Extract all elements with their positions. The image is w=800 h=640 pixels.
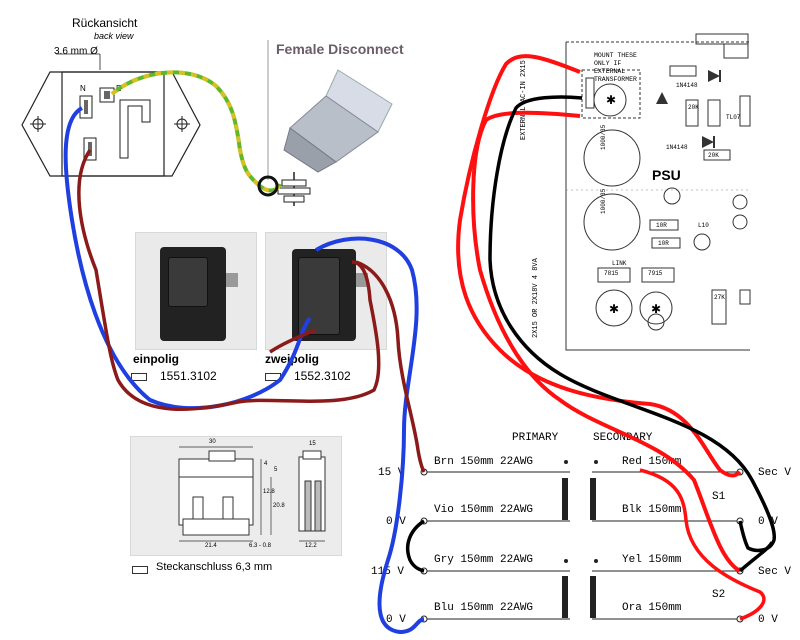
dim-label: 4 [264,461,268,467]
component-label: LINK [612,260,627,267]
primary-volt-4: 0 V [386,614,406,626]
component-label: 7815 [604,270,619,277]
black-wire [488,95,777,553]
secondary-wire-3: Yel 150mm [622,554,682,566]
regulator-7815 [597,267,631,283]
component-label: 10R [658,240,669,247]
dim-label: 21.4 [205,543,217,549]
secondary-out-4: 0 V [758,614,778,626]
red-wire-2 [471,110,742,573]
component-label: 7915 [648,270,663,277]
socket-earth-slot [119,99,151,159]
red-wire-3 [639,468,766,621]
dim-label: 5 [274,467,278,473]
single-pole-part: 1551.3102 [160,369,217,383]
svg-text:✱: ✱ [651,302,661,316]
double-pole-switch-photo [265,232,387,350]
component-label: 20K [708,152,719,159]
blue-wire [63,106,312,411]
socket-flange [21,71,201,177]
primary-wire-4: Blu 150mm 22AWG [434,602,534,614]
secondary-wire-1: Red 150mm [622,456,682,468]
dim-label: 30 [209,439,216,445]
component-label: 1N4148 [676,82,698,89]
dim-label: 12.2 [305,543,317,549]
capacitor-bottom-2 [639,291,673,325]
connector-note: Steckanschluss 6,3 mm [156,561,273,573]
brown-wire-stub [269,328,317,354]
capacitor-1000uf-1 [583,129,641,187]
dim-label: 20.8 [273,503,285,509]
switch-dimension-drawing: 30 15 4 5 12.8 20.8 21.4 6.3 - 0.8 12.2 [130,436,342,556]
primary-wire-1: Brn 150mm 22AWG [434,456,534,468]
black-wire-link [738,541,774,573]
socket-body [61,71,165,177]
dim-label: 12.8 [263,489,275,495]
component-label: L10 [698,222,709,229]
pin-n-label: N [80,84,86,93]
secondary-wire-2: Blk 150mm [622,504,682,516]
socket-subtitle: back view [94,31,134,41]
brown-wire-2 [355,260,426,473]
svg-text:✱: ✱ [606,93,616,107]
primary-volt-1: 15 V [378,467,405,479]
primary-wire-3: Gry 150mm 22AWG [434,554,534,566]
component-label: 10R [656,222,667,229]
dim-label: 15 [309,441,316,447]
hole-label: 3.6 mm Ø [54,46,98,57]
primary-wire-2: Vio 150mm 22AWG [434,504,534,516]
component-label: 27K [714,294,725,301]
red-wire-1 [456,54,742,478]
socket-title: Rückansicht [72,16,138,30]
s1-label: S1 [712,491,726,503]
earth-wire [110,70,282,193]
component-label: 20K [688,104,699,111]
primary-header: PRIMARY [512,432,559,444]
svg-text:✱: ✱ [609,302,619,316]
blue-wire-2 [314,236,425,635]
psu-label: PSU [652,167,681,183]
part-icon [131,373,147,381]
component-label: 1N4148 [666,144,688,151]
earth-wire-stripe [110,70,282,193]
secondary-out-1: Sec V [758,467,792,479]
double-pole-part: 1552.3102 [294,369,351,383]
regulator-7915 [641,267,675,283]
single-pole-label: einpolig [133,352,179,366]
capacitor-bottom-1 [595,289,633,327]
dim-label: 6.3 - 0.8 [249,543,272,549]
mount-note: MOUNT THESE ONLY IF EXTERNAL TRANSFORMER [594,52,637,83]
s2-label: S2 [712,589,726,601]
primary-volt-3: 115 V [371,566,405,578]
secondary-wire-4: Ora 150mm [622,602,682,614]
disconnect-title: Female Disconnect [276,41,404,57]
part-icon [132,566,148,574]
single-pole-switch-photo [135,232,257,350]
primary-link-wire [405,519,426,573]
capacitor-1000uf-2 [583,193,641,251]
secondary-out-3: Sec V [758,566,792,578]
brown-wire [77,149,381,411]
component-label: TL07 [726,114,741,121]
